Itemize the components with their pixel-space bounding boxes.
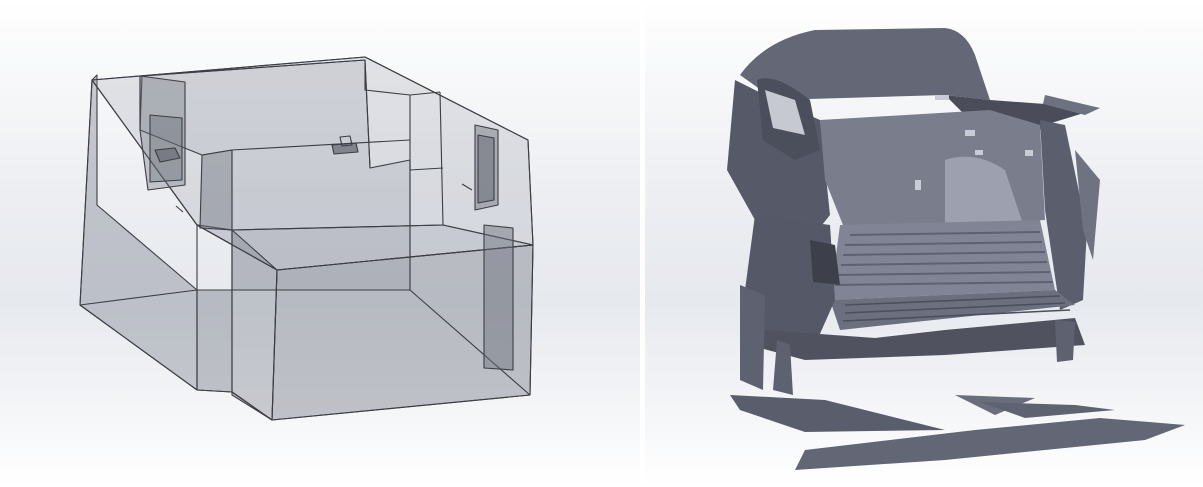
ground-fragment-2 — [795, 418, 1185, 470]
truck-mesh[interactable] — [727, 28, 1185, 470]
bed-right-pillar — [1040, 120, 1087, 310]
post-back-left — [139, 75, 186, 191]
cad-canvas[interactable] — [0, 0, 640, 487]
tailgate — [830, 290, 1075, 330]
cad-viewport-left[interactable] — [0, 0, 640, 487]
bed-floor — [830, 220, 1055, 300]
ground-fragment-1 — [730, 395, 945, 432]
box-model[interactable] — [79, 56, 534, 421]
fragment-left-1 — [740, 285, 765, 390]
clip-back — [331, 142, 359, 155]
post-back-right — [474, 124, 499, 211]
canopy-roof — [740, 28, 990, 100]
wheel-well — [945, 156, 1025, 230]
post-front-left — [199, 149, 233, 231]
bed-ribs — [834, 231, 1054, 286]
scan-viewport-right[interactable] — [645, 0, 1203, 487]
window-glass — [765, 90, 805, 135]
scan-canvas[interactable] — [645, 0, 1203, 487]
tail-light-left — [810, 240, 840, 285]
post-front-right — [483, 224, 514, 371]
rear-bumper — [760, 318, 1085, 360]
